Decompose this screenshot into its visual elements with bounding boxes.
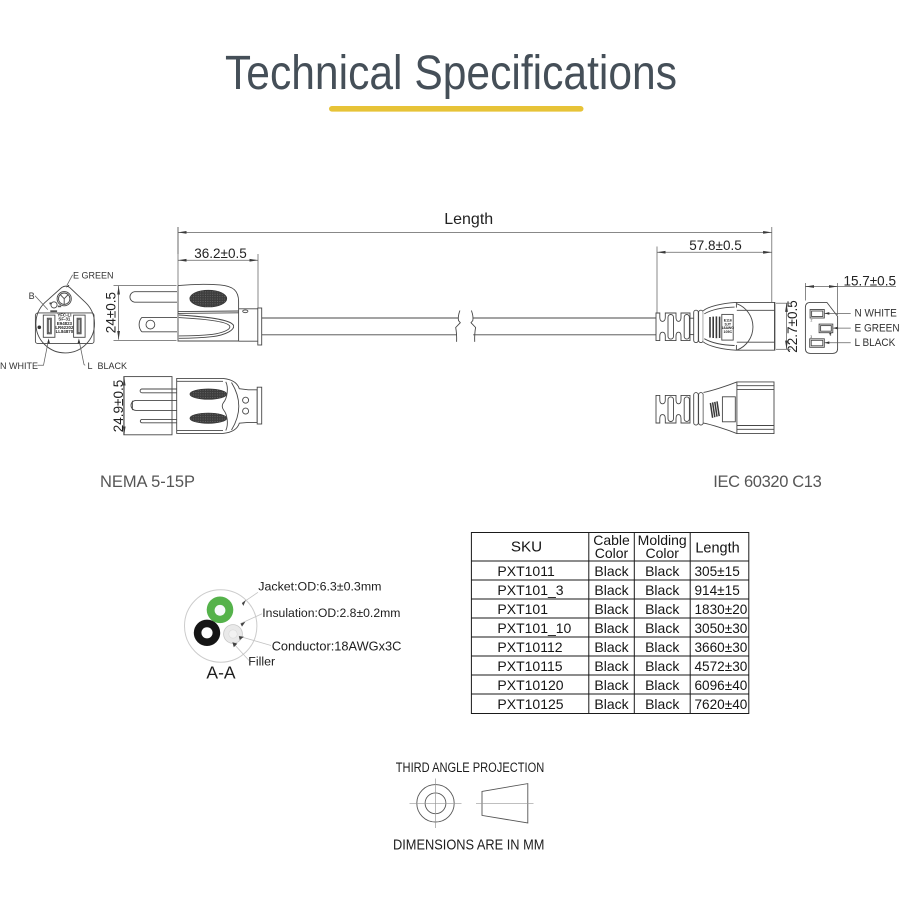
- svg-text:Molding: Molding: [638, 532, 687, 548]
- svg-text:22.7±0.5: 22.7±0.5: [785, 300, 800, 352]
- svg-text:3050±30: 3050±30: [695, 621, 748, 636]
- svg-text:Black: Black: [645, 658, 680, 674]
- svg-text:Black: Black: [594, 563, 629, 579]
- svg-text:PXT101_10: PXT101_10: [497, 620, 571, 636]
- svg-text:Black: Black: [645, 563, 680, 579]
- svg-text:3: 3: [810, 335, 812, 339]
- svg-text:E GREEN: E GREEN: [73, 271, 114, 281]
- svg-text:Black: Black: [645, 620, 680, 636]
- svg-text:24±0.5: 24±0.5: [104, 292, 119, 333]
- svg-text:PXT10125: PXT10125: [497, 696, 563, 712]
- svg-text:3660±30: 3660±30: [695, 640, 748, 655]
- svg-text:2: 2: [811, 319, 813, 323]
- svg-text:B: B: [29, 291, 35, 301]
- svg-text:Black: Black: [645, 639, 680, 655]
- svg-text:Black: Black: [594, 696, 629, 712]
- svg-text:Color: Color: [645, 545, 679, 561]
- svg-text:Black: Black: [594, 639, 629, 655]
- svg-text:Black: Black: [645, 601, 680, 617]
- svg-text:36.2±0.5: 36.2±0.5: [194, 246, 246, 261]
- svg-text:E94823: E94823: [57, 321, 73, 326]
- svg-text:18AWG: 18AWG: [722, 326, 735, 330]
- svg-text:LR62202: LR62202: [55, 325, 74, 330]
- svg-text:914±15: 914±15: [695, 583, 740, 598]
- svg-text:1: 1: [830, 333, 832, 337]
- svg-text:SJT: SJT: [725, 322, 732, 326]
- svg-text:Black: Black: [645, 677, 680, 693]
- svg-text:LL84870: LL84870: [56, 329, 74, 334]
- svg-text:15.7±0.5: 15.7±0.5: [844, 274, 896, 289]
- svg-text:Insulation:OD:2.8±0.2mm: Insulation:OD:2.8±0.2mm: [262, 606, 400, 620]
- svg-text:E116: E116: [724, 319, 732, 323]
- svg-text:IEC 60320 C13: IEC 60320 C13: [713, 473, 822, 491]
- svg-text:Black: Black: [594, 658, 629, 674]
- svg-text:Filler: Filler: [248, 655, 275, 669]
- svg-text:Conductor:18AWGx3C: Conductor:18AWGx3C: [272, 639, 402, 654]
- svg-text:PXT1011: PXT1011: [497, 563, 555, 579]
- svg-text:1830±20: 1830±20: [695, 602, 748, 617]
- svg-text:Length: Length: [695, 541, 739, 557]
- svg-text:305±15: 305±15: [695, 564, 740, 579]
- svg-text:NEMA 5-15P: NEMA 5-15P: [100, 473, 195, 491]
- svg-text:L BLACK: L BLACK: [88, 361, 128, 371]
- svg-text:N WHITE: N WHITE: [0, 361, 38, 371]
- svg-text:THIRD ANGLE PROJECTION: THIRD ANGLE PROJECTION: [396, 760, 544, 775]
- svg-text:Length: Length: [444, 211, 493, 228]
- svg-text:Black: Black: [594, 582, 629, 598]
- svg-text:24.9±0.5: 24.9±0.5: [111, 380, 126, 432]
- svg-text:105C: 105C: [724, 330, 733, 334]
- svg-text:PXT10115: PXT10115: [497, 658, 562, 674]
- svg-text:57.8±0.5: 57.8±0.5: [689, 238, 741, 253]
- svg-text:N WHITE: N WHITE: [855, 307, 897, 320]
- svg-text:A-A: A-A: [206, 663, 236, 683]
- svg-text:Black: Black: [594, 677, 629, 693]
- svg-text:PXT10112: PXT10112: [497, 639, 562, 655]
- svg-text:SF-31: SF-31: [58, 317, 71, 322]
- svg-text:L BLACK: L BLACK: [855, 337, 896, 350]
- svg-text:4572±30: 4572±30: [695, 659, 748, 674]
- svg-text:Cable: Cable: [593, 532, 630, 548]
- svg-text:Black: Black: [594, 601, 629, 617]
- svg-text:DIMENSIONS ARE IN MM: DIMENSIONS ARE IN MM: [393, 836, 544, 853]
- svg-text:7620±40: 7620±40: [695, 697, 748, 712]
- svg-text:PXT10120: PXT10120: [497, 677, 563, 693]
- svg-text:PXT101: PXT101: [497, 601, 548, 617]
- svg-text:Black: Black: [594, 620, 629, 636]
- svg-text:6096±40: 6096±40: [695, 678, 748, 693]
- svg-text:SKU: SKU: [511, 539, 542, 556]
- svg-text:PXT101_3: PXT101_3: [497, 582, 563, 598]
- svg-text:Black: Black: [645, 582, 680, 598]
- svg-text:YFC-LI: YFC-LI: [57, 312, 71, 317]
- svg-text:E GREEN: E GREEN: [855, 322, 900, 335]
- svg-text:Technical Specifications: Technical Specifications: [225, 47, 677, 100]
- svg-text:Color: Color: [595, 545, 629, 561]
- svg-text:Jacket:OD:6.3±0.3mm: Jacket:OD:6.3±0.3mm: [258, 580, 381, 594]
- svg-text:Black: Black: [645, 696, 680, 712]
